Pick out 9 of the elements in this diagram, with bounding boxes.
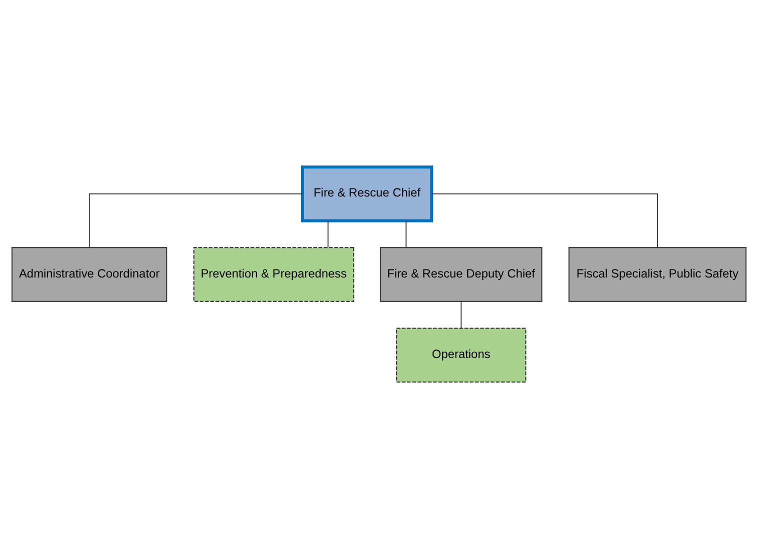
connector xyxy=(88,194,303,248)
connector xyxy=(432,194,658,248)
node-box: Prevention & Preparedness xyxy=(193,247,354,302)
connector xyxy=(460,301,462,328)
node-box: Administrative Coordinator xyxy=(11,247,168,302)
node-box: Fiscal Specialist, Public Safety xyxy=(568,247,747,302)
node-box: Operations xyxy=(396,328,526,383)
node-box: Fire & Rescue Chief xyxy=(300,166,434,222)
node-box: Fire & Rescue Deputy Chief xyxy=(380,247,542,302)
